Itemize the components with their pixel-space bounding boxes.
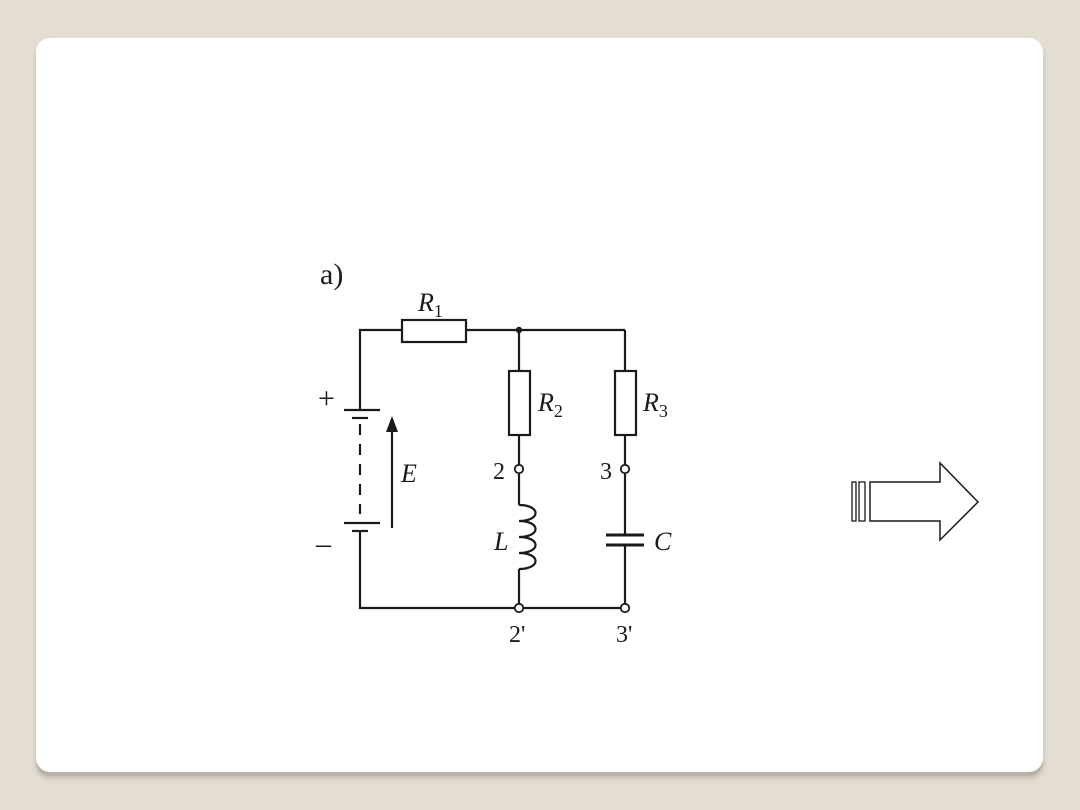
slide-card — [36, 38, 1043, 772]
inductor-l-label: L — [493, 527, 508, 556]
wire-top-left — [358, 328, 402, 398]
inductor-coil — [518, 503, 537, 571]
emf-arrow-head — [386, 416, 398, 432]
r3-label: R3 — [642, 388, 668, 421]
resistor-r1 — [400, 318, 468, 344]
terminal-3-prime-label: 3' — [616, 622, 632, 648]
terminal-2-prime — [513, 602, 525, 614]
terminal-3-label: 3 — [600, 459, 612, 485]
terminal-2-label: 2 — [493, 459, 505, 485]
r1-label: R1 — [417, 288, 443, 321]
striped-right-arrow-icon[interactable] — [851, 461, 980, 542]
r2-label: R2 — [537, 388, 563, 421]
capacitor-c-label: C — [654, 527, 672, 556]
source-e-label: E — [400, 459, 417, 488]
panel-label: a) — [320, 258, 343, 291]
plus-sign: + — [318, 382, 335, 415]
terminal-2-prime-label: 2' — [509, 622, 525, 648]
wire-bottom-left — [358, 531, 519, 610]
minus-sign: – — [315, 527, 332, 560]
terminal-3-prime — [619, 602, 631, 614]
